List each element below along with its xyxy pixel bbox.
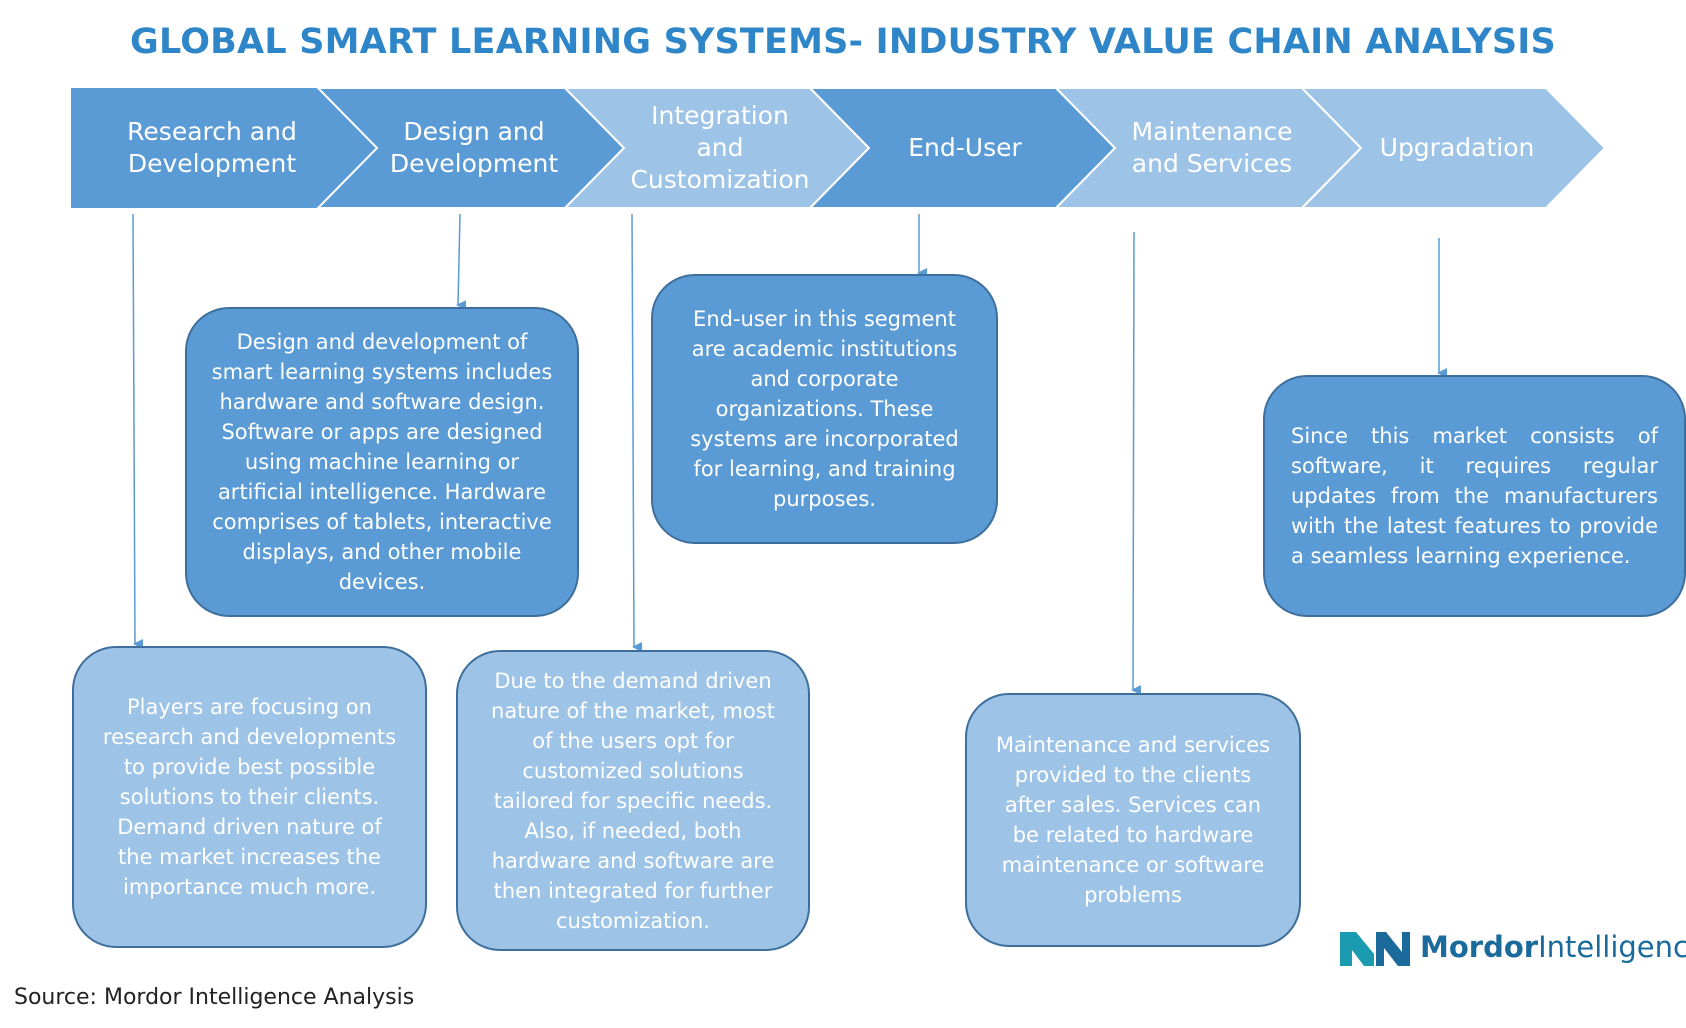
stage-label-upgradation: Upgradation [1379, 133, 1535, 162]
connector-arrow-integration [631, 213, 643, 652]
stage-label-maintenance: Maintenance and Services [1131, 117, 1293, 178]
description-box-upgradation: Since this market consists of software, … [1263, 375, 1686, 617]
connector-arrow-research [132, 213, 144, 649]
connector-arrow-maintenance [1131, 231, 1142, 696]
stage-label-research: Research and Development [127, 117, 297, 178]
chevron-upgradation [1299, 87, 1607, 209]
brand-name-part1: Mordor [1420, 930, 1539, 964]
description-box-maintenance: Maintenance and services provided to the… [965, 693, 1301, 947]
description-box-end-user: End-user in this segment are academic in… [651, 274, 998, 544]
mordor-logo-icon [1340, 932, 1410, 966]
connector-arrow-design [456, 213, 467, 311]
source-note: Source: Mordor Intelligence Analysis [14, 985, 415, 1010]
stage-label-end-user: End-User [908, 133, 1022, 162]
diagram-title: GLOBAL SMART LEARNING SYSTEMS- INDUSTRY … [130, 22, 1556, 62]
description-box-design: Design and development of smart learning… [185, 307, 579, 617]
brand-name-part2: Intelligence [1538, 930, 1686, 964]
stage-label-design: Design and Development [389, 117, 559, 178]
stage-label-integration: Integration and Customization [630, 101, 810, 194]
description-box-integration: Due to the demand driven nature of the m… [456, 650, 810, 951]
chevron-research [71, 88, 377, 208]
description-box-research: Players are focusing on research and dev… [72, 646, 427, 948]
